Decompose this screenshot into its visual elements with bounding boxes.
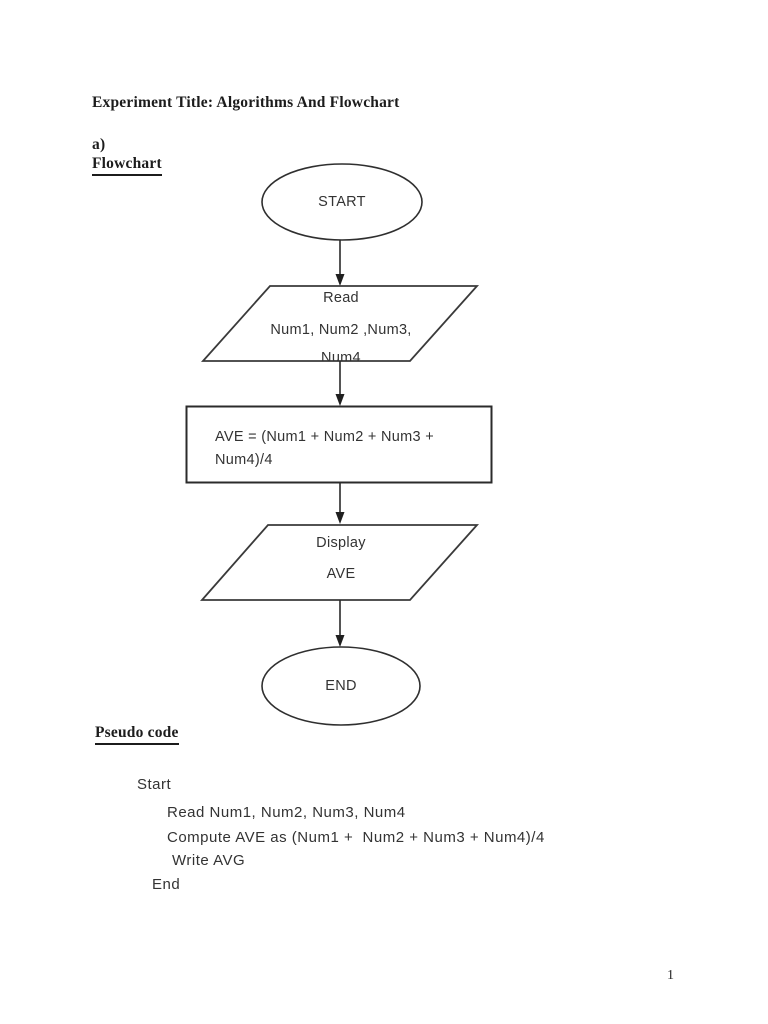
experiment-title: Experiment Title: Algorithms And Flowcha… <box>92 94 400 111</box>
display-node-text: Display AVE <box>210 525 472 583</box>
pseudocode-line-compute: Compute AVE as (Num1 + Num2 + Num3 + Num… <box>167 829 545 846</box>
process-node-text: AVE = (Num1 + Num2 + Num3 + Num4)/4 <box>215 426 490 472</box>
display-node-line1: Display <box>316 535 366 551</box>
arrowhead-read-process <box>335 394 345 406</box>
arrowhead-display-end <box>335 635 345 647</box>
pseudocode-line-end: End <box>152 876 181 893</box>
read-node-line3-clipped: Num4 <box>321 350 361 361</box>
display-parallelogram <box>200 524 480 601</box>
arrowhead-start-read <box>335 274 345 286</box>
end-terminator-ellipse <box>261 646 421 726</box>
process-node-line1: AVE = (Num1 + Num2 + Num3 + <box>215 429 434 445</box>
arrowhead-process-display <box>335 512 345 524</box>
page-number: 1 <box>667 968 674 983</box>
read-parallelogram <box>200 285 480 362</box>
pseudocode-line-start: Start <box>137 776 172 793</box>
display-node-line2: AVE <box>326 566 356 582</box>
process-node-line2: Num4)/4 <box>215 452 273 468</box>
read-node-line1: Read <box>323 290 359 306</box>
read-node-line2: Num1, Num2 ,Num3, <box>270 322 412 338</box>
pseudocode-line-read: Read Num1, Num2, Num3, Num4 <box>167 804 406 821</box>
start-terminator-ellipse <box>261 163 423 241</box>
start-node-label: START <box>318 194 366 210</box>
section-label: a) <box>92 136 106 153</box>
pseudocode-heading: Pseudo code <box>95 724 179 745</box>
pseudocode-line-write: Write AVG <box>172 852 246 869</box>
process-rectangle <box>185 405 493 484</box>
read-node-text: Read Num1, Num2 ,Num3, Num4 <box>210 287 472 361</box>
end-node-label: END <box>325 678 357 694</box>
flowchart-heading: Flowchart <box>92 155 162 176</box>
